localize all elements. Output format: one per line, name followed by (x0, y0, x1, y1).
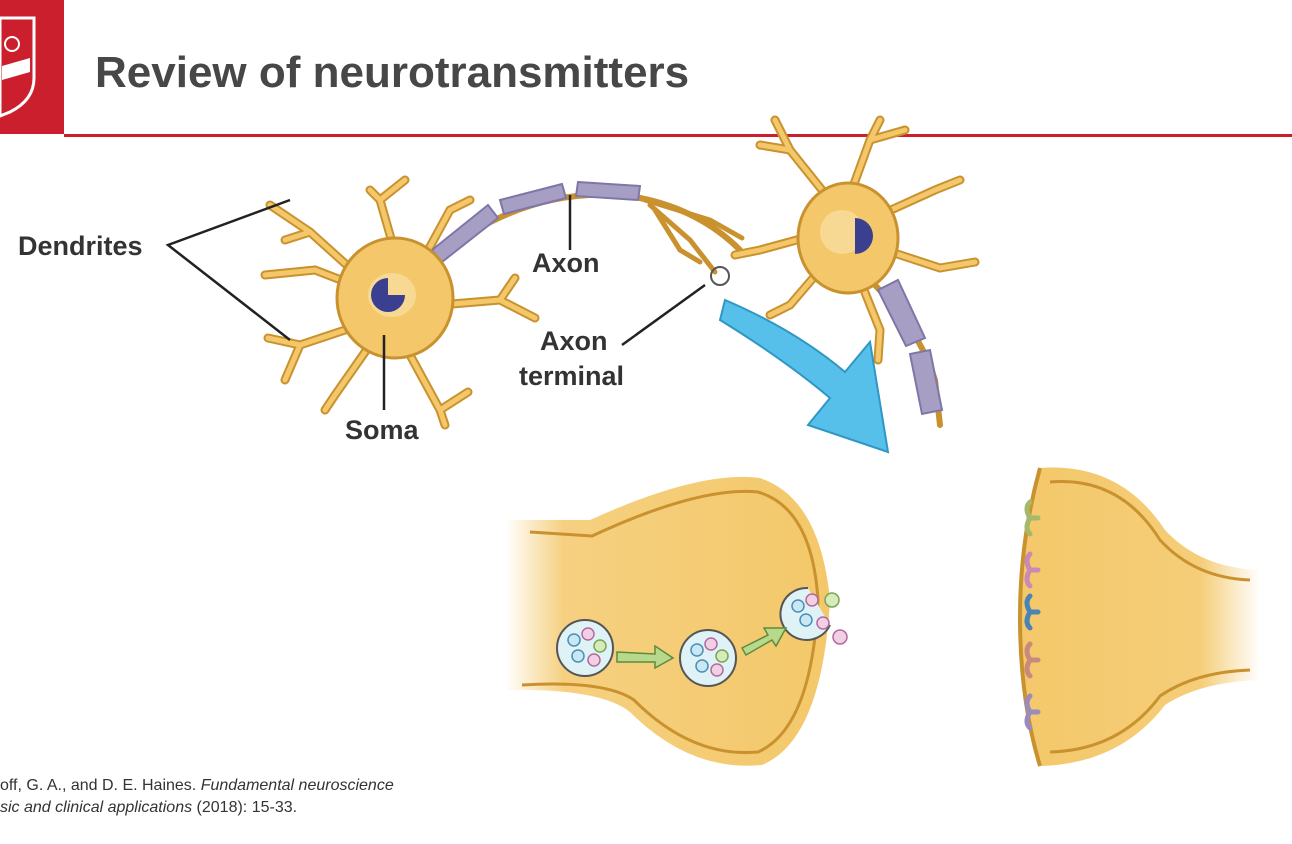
citation: off, G. A., and D. E. Haines. Fundamenta… (0, 775, 394, 819)
label-dendrites: Dendrites (18, 231, 143, 261)
title-rule (64, 134, 1292, 137)
label-axon-terminal-line1: Axon (540, 326, 608, 356)
neuron2-myelin (876, 278, 944, 416)
postsynaptic-terminal (1020, 467, 1260, 766)
presynaptic-terminal (505, 476, 830, 766)
citation-line-1: off, G. A., and D. E. Haines. Fundamenta… (0, 777, 394, 794)
synaptic-vesicles (556, 586, 848, 687)
label-soma: Soma (345, 415, 420, 445)
logo-block (0, 0, 64, 134)
label-axon: Axon (532, 248, 600, 278)
pointer-lines (165, 195, 706, 410)
postsynaptic-receptors (1024, 499, 1041, 731)
nucleus-1 (371, 278, 405, 312)
nucleus-2 (855, 218, 873, 254)
myelin-sheaths (430, 180, 642, 264)
synapse-marker (710, 266, 730, 286)
vesicle-movement-arrows (616, 627, 788, 670)
label-axon-terminal-line2: terminal (519, 361, 624, 391)
citation-line-2: sic and clinical applications (2018): 15… (0, 799, 298, 816)
zoom-arrow (718, 298, 890, 454)
slide-title: Review of neurotransmitters (95, 48, 690, 97)
university-shield-icon (0, 16, 36, 118)
axon-terminal-branches (642, 197, 745, 275)
